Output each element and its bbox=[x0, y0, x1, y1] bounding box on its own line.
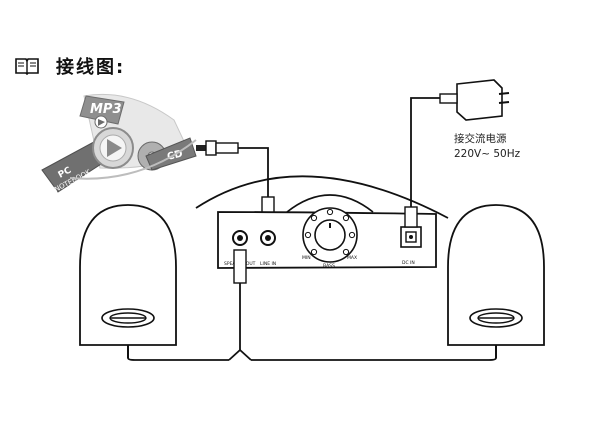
mp3-badge bbox=[79, 95, 125, 125]
book-icon bbox=[15, 58, 39, 76]
power-supply-note: 接交流电源 220V~ 50Hz bbox=[454, 132, 520, 162]
speaker-cable bbox=[127, 249, 497, 361]
adapter-body bbox=[456, 79, 503, 121]
left-satellite-speaker bbox=[79, 204, 177, 358]
right-satellite-speaker bbox=[447, 204, 545, 358]
media-sources-logo: PC NOTEBOOK MP3 CD bbox=[41, 93, 197, 194]
mp3-label: MP3 bbox=[90, 102, 122, 117]
page-title: 接线图: bbox=[14, 54, 125, 78]
bass-knob bbox=[314, 219, 346, 251]
dc-in-label: DC IN bbox=[402, 260, 415, 266]
title-text: 接线图: bbox=[56, 57, 126, 78]
speaker-out-plug bbox=[233, 249, 247, 284]
knob-min-label: MIN bbox=[302, 255, 311, 261]
dc-plug bbox=[404, 206, 418, 228]
bass-label: BASS bbox=[323, 263, 335, 269]
line-in-label: LINE IN bbox=[260, 261, 276, 267]
knob-max-label: MAX bbox=[347, 255, 357, 261]
adapter-cable-grommet bbox=[439, 93, 458, 104]
cd-badge bbox=[145, 137, 197, 171]
audio-plug-body bbox=[205, 140, 217, 156]
power-adapter bbox=[404, 79, 510, 228]
power-line-1: 接交流电源 bbox=[454, 133, 507, 145]
audio-plug-tip bbox=[196, 145, 206, 151]
play-icon bbox=[107, 139, 122, 157]
power-line-2: 220V~ 50Hz bbox=[454, 148, 521, 160]
